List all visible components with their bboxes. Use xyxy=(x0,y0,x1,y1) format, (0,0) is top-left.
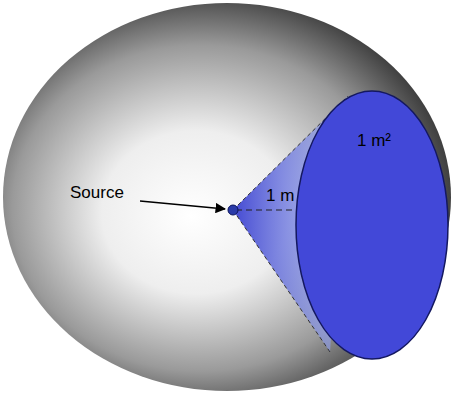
area-label: 1 m² xyxy=(357,132,391,151)
ellipse-outline xyxy=(295,90,449,360)
sphere xyxy=(3,3,451,391)
radius-line xyxy=(236,209,372,210)
area-ellipse: 1 m² xyxy=(295,90,449,360)
ellipse-surface xyxy=(296,91,448,359)
distance-label: 1 m xyxy=(266,187,294,206)
source-label: Source xyxy=(70,184,124,203)
source-arrow xyxy=(140,201,225,209)
source-dot xyxy=(228,205,238,215)
